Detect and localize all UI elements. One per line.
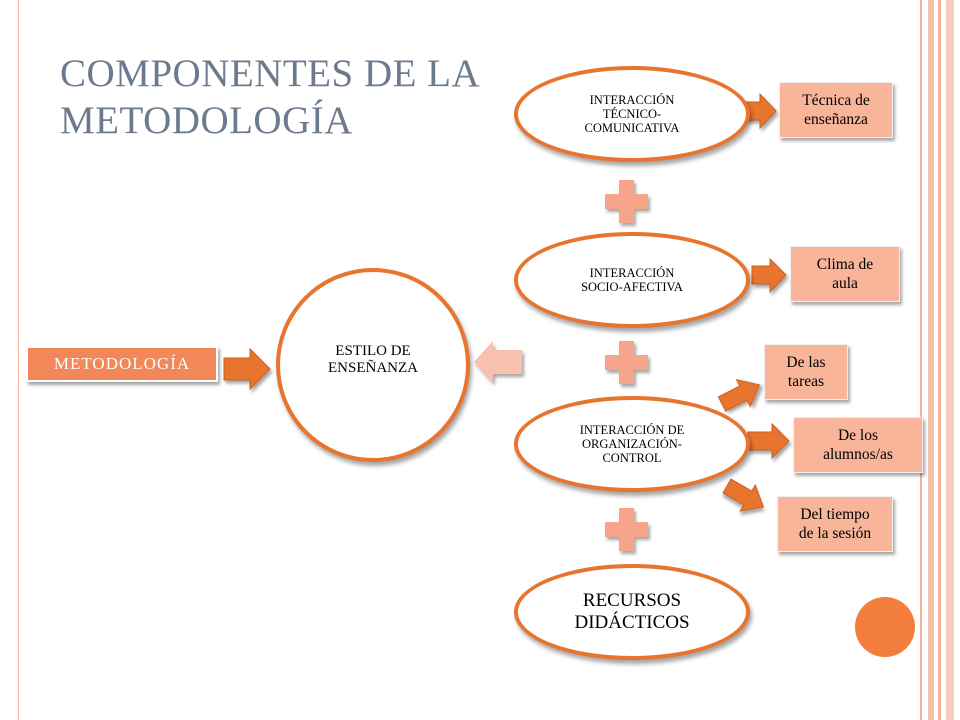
plus-icon: [605, 180, 648, 223]
tecnica-box: Técnica de enseñanza: [779, 82, 893, 138]
tiempo-box: Del tiempo de la sesión: [777, 496, 893, 552]
frame-line: [946, 0, 954, 720]
frame-line: [928, 0, 934, 720]
organizacion-line-3: CONTROL: [602, 451, 662, 465]
estilo-line-1: ESTILO DE: [335, 343, 411, 359]
decorative-circle: [855, 597, 915, 657]
metodologia-box: METODOLOGÍA: [26, 346, 218, 382]
alumnos-line-2: alumnos/as: [823, 446, 893, 463]
tecnico-line-1: INTERACCIÓN: [589, 93, 675, 107]
tiempo-line-1: Del tiempo: [800, 506, 870, 523]
socio-line-2: SOCIO-AFECTIVA: [581, 280, 683, 294]
organizacion-line-2: ORGANIZACIÓN-: [581, 437, 682, 451]
arrow-to-tiempo: [722, 478, 765, 512]
frame-line: [938, 0, 941, 720]
alumnos-box: De los alumnos/as: [793, 417, 923, 473]
interaccion-organizacion-node: INTERACCIÓN DE ORGANIZACIÓN- CONTROL: [514, 396, 750, 492]
tecnica-line-1: Técnica de: [802, 92, 870, 109]
recursos-line-1: RECURSOS: [582, 590, 682, 611]
slide-title: COMPONENTES DE LA METODOLOGÍA: [60, 50, 540, 144]
tecnico-line-2: TÉCNICO-: [602, 107, 662, 121]
frame-line: [18, 0, 19, 720]
tareas-box: De las tareas: [764, 344, 848, 400]
tareas-line-1: De las: [786, 354, 826, 371]
title-line-2: METODOLOGÍA: [60, 99, 353, 142]
interaccion-socio-node: INTERACCIÓN SOCIO-AFECTIVA: [514, 232, 750, 328]
arrow-metodologia-to-estilo: [223, 347, 271, 391]
tiempo-line-2: de la sesión: [798, 525, 872, 542]
recursos-didacticos-node: RECURSOS DIDÁCTICOS: [514, 564, 750, 660]
tecnico-line-3: COMUNICATIVA: [584, 121, 680, 135]
estilo-ensenanza-node: ESTILO DE ENSEÑANZA: [276, 268, 470, 462]
tecnica-line-2: enseñanza: [804, 111, 868, 128]
arrow-left-to-estilo: [474, 341, 522, 383]
metodologia-label: METODOLOGÍA: [53, 354, 191, 373]
arrow-to-alumnos: [747, 422, 790, 460]
estilo-line-2: ENSEÑANZA: [328, 360, 418, 376]
interaccion-tecnico-node: INTERACCIÓN TÉCNICO- COMUNICATIVA: [514, 66, 750, 162]
frame-line: [920, 0, 922, 720]
clima-line-2: aula: [832, 275, 858, 292]
title-line-1: COMPONENTES DE LA: [60, 52, 481, 95]
clima-line-1: Clima de: [816, 256, 874, 273]
plus-icon: [605, 341, 648, 384]
organizacion-line-1: INTERACCIÓN DE: [579, 423, 685, 437]
recursos-line-2: DIDÁCTICOS: [574, 612, 690, 633]
clima-box: Clima de aula: [790, 246, 900, 302]
tareas-line-2: tareas: [787, 373, 825, 390]
arrow-to-tareas: [717, 379, 761, 412]
arrow-to-clima: [751, 257, 787, 294]
alumnos-line-1: De los: [837, 427, 879, 444]
plus-icon: [605, 508, 648, 551]
socio-line-1: INTERACCIÓN: [589, 266, 675, 280]
